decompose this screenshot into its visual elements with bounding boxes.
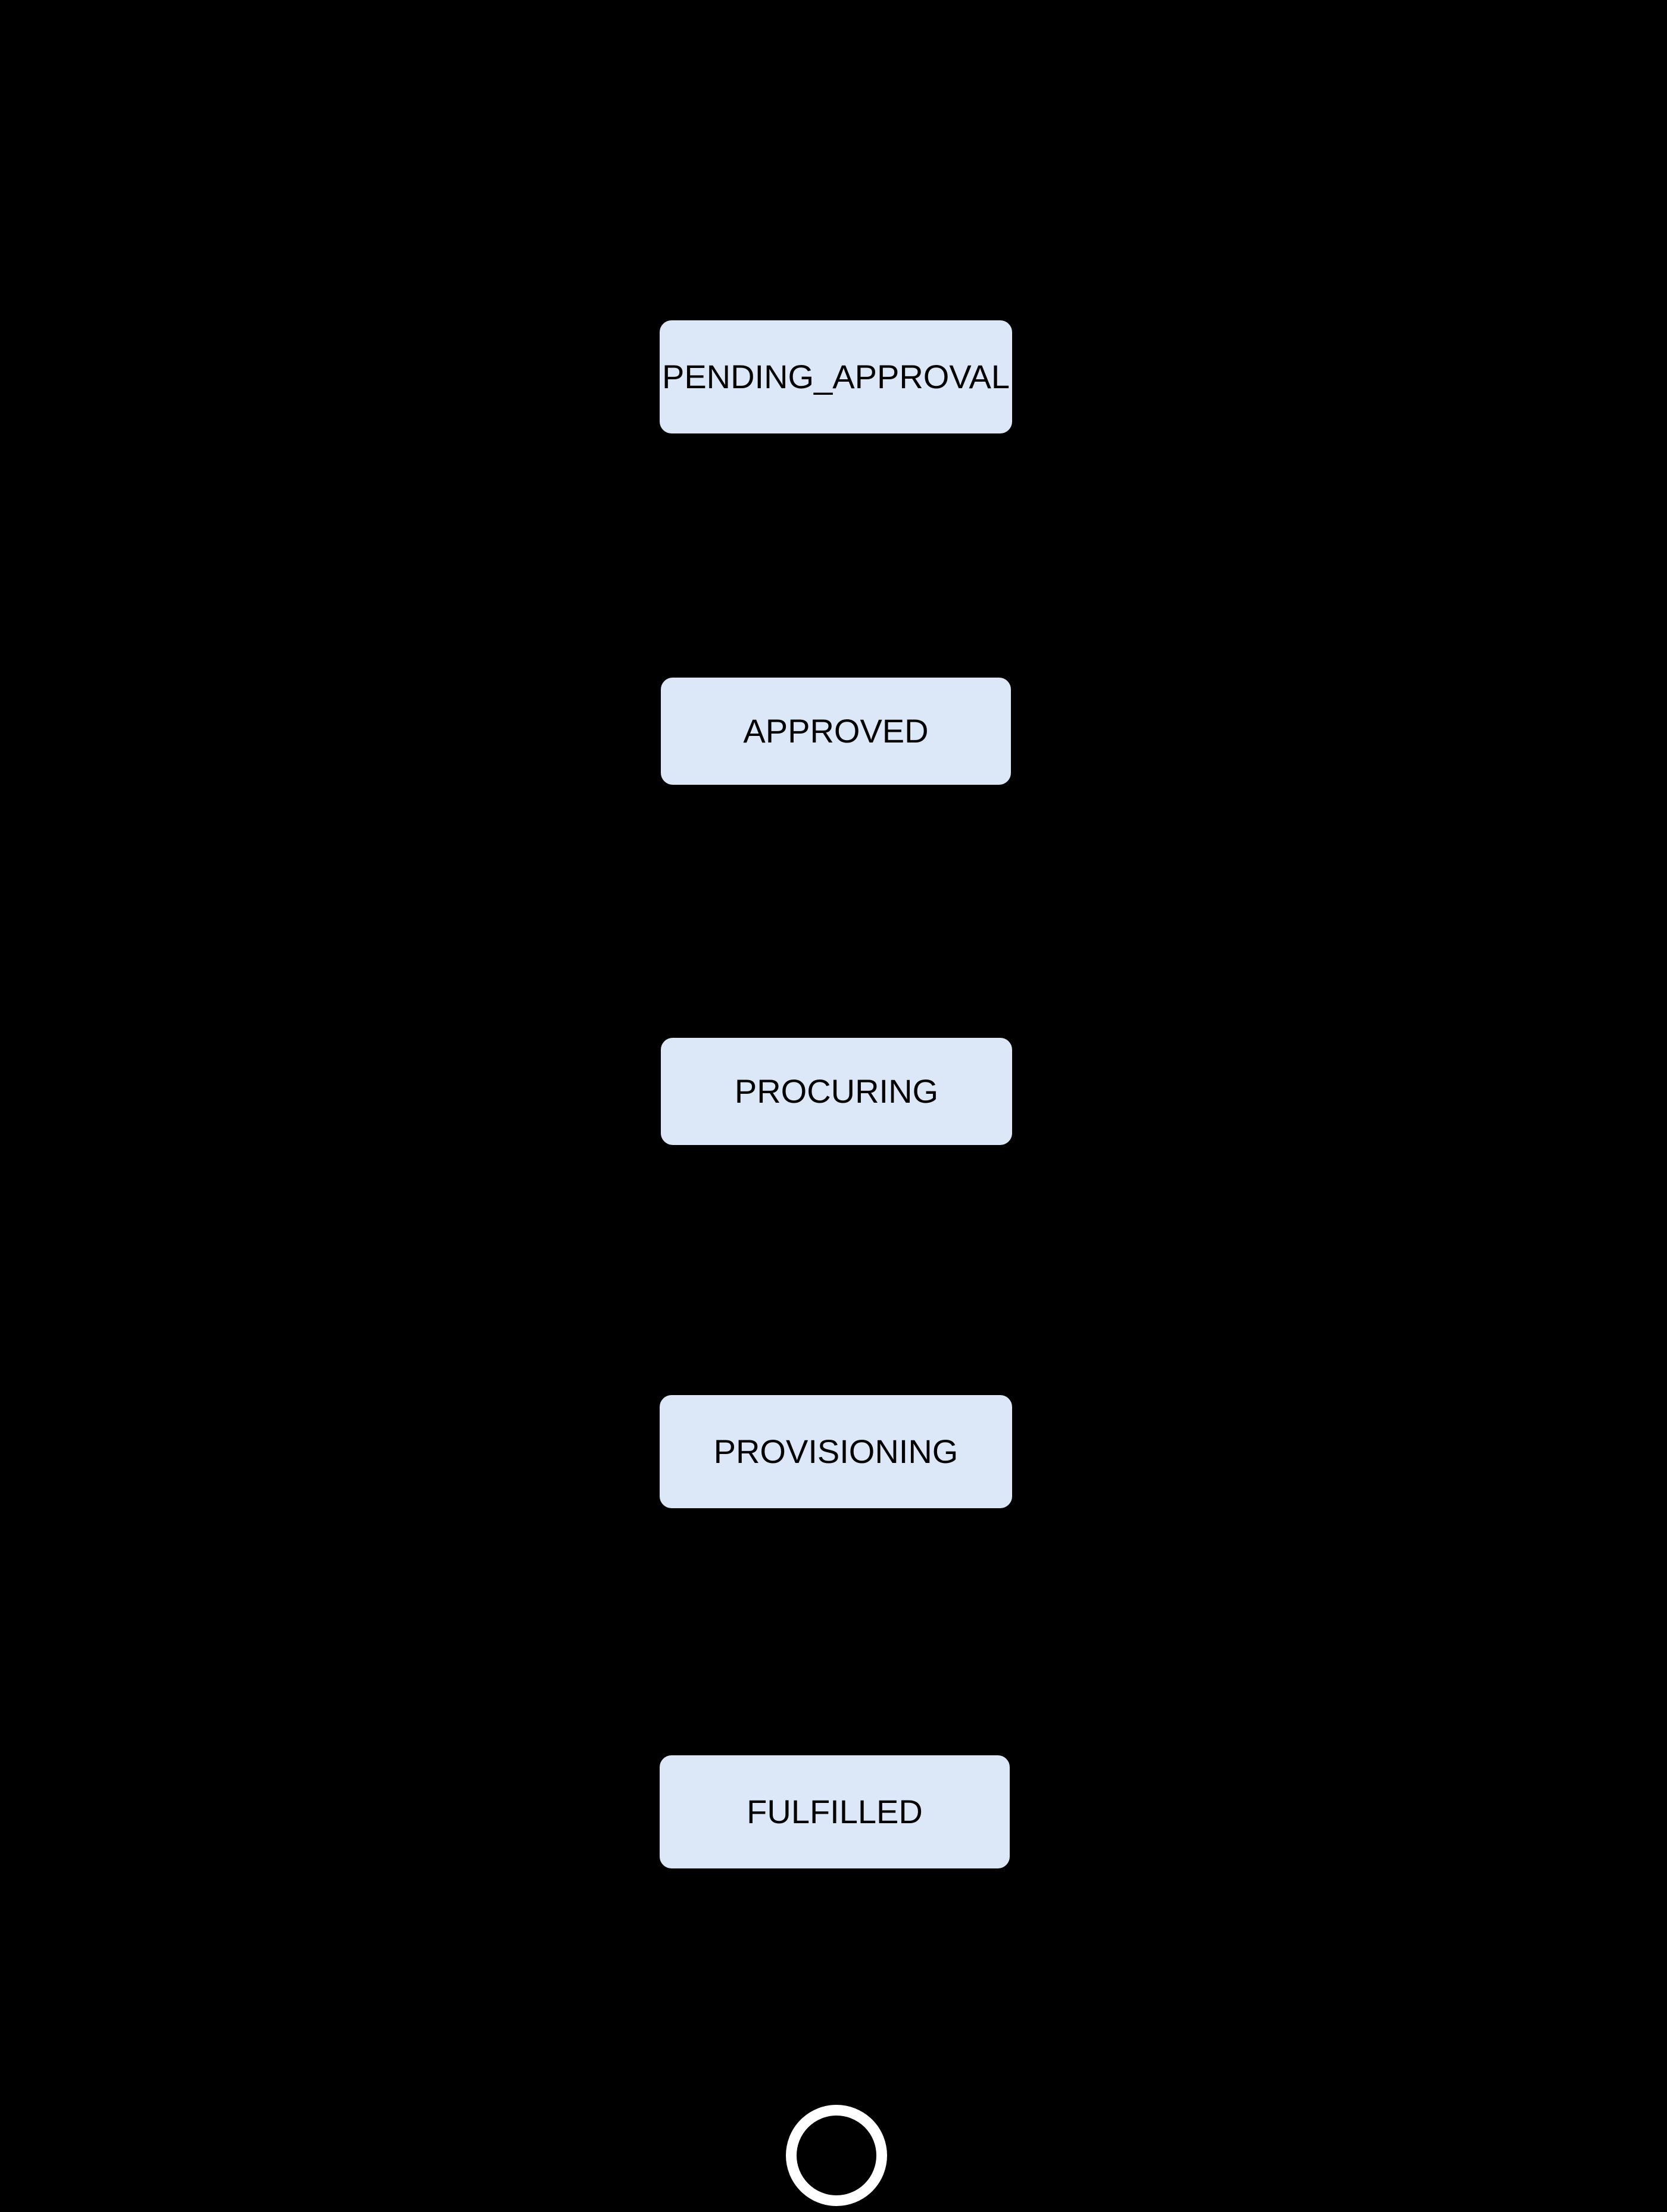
state-label-pending-approval: PENDING_APPROVAL [661,358,1010,395]
state-node-procuring[interactable]: PROCURING [661,1038,1012,1145]
state-label-fulfilled: FULFILLED [747,1793,923,1830]
state-node-pending-approval[interactable]: PENDING_APPROVAL [660,320,1012,433]
edge-procuring-to-provisioning [835,1145,837,1383]
state-node-approved[interactable]: APPROVED [661,678,1011,785]
edge-pending-approval-to-approved [835,433,837,666]
edge-arrow-approved [829,666,844,678]
edge-arrow-provisioning [829,1383,844,1395]
state-label-procuring: PROCURING [734,1072,939,1110]
end-state-ring-icon [786,2105,887,2206]
state-node-fulfilled[interactable]: FULFILLED [660,1755,1010,1868]
edge-fulfilled-to-end [835,1868,837,2089]
state-label-approved: APPROVED [743,712,929,750]
edge-arrow-end [829,2089,844,2101]
edge-approved-to-procuring [835,785,837,1038]
edge-provisioning-to-fulfilled [835,1508,837,1746]
state-label-provisioning: PROVISIONING [713,1433,959,1470]
state-node-provisioning[interactable]: PROVISIONING [660,1395,1012,1508]
